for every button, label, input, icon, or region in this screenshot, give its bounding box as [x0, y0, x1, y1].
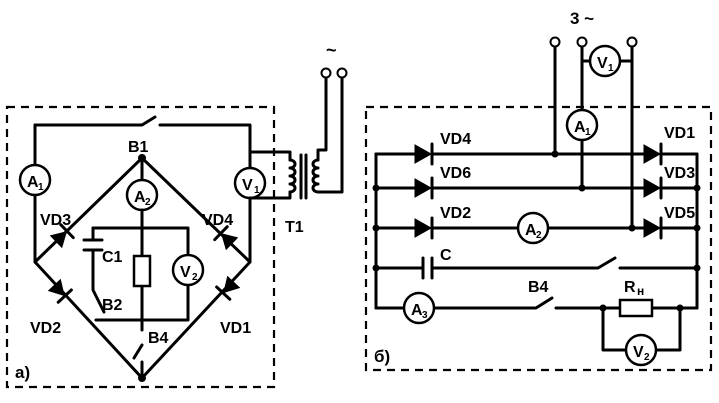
- bridge-arm-vd3-vd2: [33, 156, 144, 380]
- diode-vd2-label: VD2: [30, 320, 61, 337]
- diode-vd6-b-label: VD6: [440, 165, 471, 182]
- voltmeter-v1-b-sub: 1: [608, 63, 614, 74]
- voltmeter-v2-main: V: [180, 264, 191, 281]
- ac-terminal-left: [320, 67, 332, 79]
- supply-label: 3 ~: [570, 9, 594, 28]
- node-b-5: [578, 184, 586, 192]
- diagram-a-label: а): [15, 363, 30, 382]
- node-b-4: [551, 150, 559, 158]
- ammeter-a2-b: [516, 211, 550, 245]
- voltmeter-v2-b: [624, 333, 658, 367]
- diagram-a: а) B1 A 1 V 1 VD3 VD2 VD4: [5, 40, 348, 389]
- node-b-6: [628, 224, 636, 232]
- diode-vd1-b: [643, 142, 663, 166]
- diode-vd3: [49, 223, 75, 249]
- phase-terminal-1: [549, 36, 561, 48]
- node-b-1: [372, 184, 380, 192]
- diode-vd6-b: [414, 176, 434, 200]
- capacitor-c-label: C: [440, 247, 452, 264]
- bridge-arm-vd4-vd1: [140, 156, 252, 380]
- ammeter-a1-b-main: A: [574, 119, 586, 136]
- transformer-primary-wires: [248, 150, 292, 200]
- transformer-secondary-coil: [311, 158, 320, 194]
- diode-vd5-b-label: VD5: [664, 205, 695, 222]
- phase-terminal-2: [576, 36, 588, 48]
- diode-vd1: [215, 275, 241, 301]
- ac-symbol: ~: [326, 40, 337, 60]
- resistor: [132, 254, 152, 288]
- load-resistor: [618, 298, 654, 318]
- diode-vd1-b-label: VD1: [664, 125, 695, 142]
- diode-vd5-b: [643, 216, 663, 240]
- row-load: [374, 296, 699, 310]
- diagram-b: б) 3 ~ V 1 A 1: [364, 9, 713, 372]
- diode-vd4-label: VD4: [202, 212, 233, 229]
- diode-vd3-b-label: VD3: [664, 165, 695, 182]
- node-b-8: [693, 224, 701, 232]
- switch-b4-b-label: B4: [528, 279, 549, 296]
- diode-vd2: [47, 278, 73, 304]
- capacitor-wire: [91, 226, 106, 314]
- phase-wire-2: [580, 45, 634, 190]
- diode-vd2-b-label: VD2: [440, 205, 471, 222]
- ammeter-a2-sub: 2: [145, 197, 151, 208]
- ammeter-a2-b-main: A: [525, 222, 537, 239]
- switch-b4-wire: [132, 318, 144, 380]
- ammeter-a1-sub: 1: [38, 182, 44, 193]
- top-wire-right: [158, 123, 252, 154]
- ammeter-a3-b-main: A: [411, 302, 423, 319]
- diagram-b-label: б): [374, 347, 390, 366]
- top-wire-left: [33, 115, 157, 127]
- ac-terminal-right: [336, 67, 348, 79]
- voltmeter-v1-main: V: [242, 177, 253, 194]
- diode-vd3-b: [643, 176, 663, 200]
- diode-vd2-b: [414, 216, 434, 240]
- phase-terminal-3: [626, 36, 638, 48]
- transformer-t1-label: T1: [285, 219, 304, 236]
- switch-b2-label: B2: [102, 297, 123, 314]
- node-b-2: [372, 224, 380, 232]
- voltmeter-v2-sub: 2: [192, 272, 198, 283]
- load-label-sub: н: [637, 284, 644, 298]
- voltmeter-v2-b-main: V: [633, 344, 644, 361]
- ammeter-a1: [18, 163, 52, 197]
- voltmeter-v1-b-main: V: [597, 55, 608, 72]
- voltmeter-v2: [171, 253, 205, 287]
- diode-vd4-b-label: VD4: [440, 131, 471, 148]
- inner-wire-mid: [91, 208, 190, 322]
- capacitor-c1-label: C1: [102, 249, 123, 266]
- node-b-7: [693, 184, 701, 192]
- ammeter-a3-b-sub: 3: [422, 310, 428, 321]
- switch-b4-label: B4: [148, 330, 169, 347]
- voltmeter-v1-b: [588, 44, 622, 78]
- row-capacitor: [374, 256, 699, 270]
- ammeter-a1-main: A: [27, 174, 39, 191]
- ammeter-a2-main: A: [134, 189, 146, 206]
- voltmeter-v2-b-sub: 2: [644, 352, 650, 363]
- diode-vd1-label: VD1: [220, 320, 251, 337]
- ammeter-a3-b: [402, 291, 436, 325]
- diode-vd3-label: VD3: [40, 212, 71, 229]
- diagram-a-frame: [5, 105, 276, 389]
- transformer-primary-coil: [288, 158, 297, 194]
- diode-vd4: [213, 225, 239, 251]
- voltmeter-v1-sub: 1: [254, 185, 260, 196]
- diode-vd4-b: [414, 142, 434, 166]
- switch-b1-label: B1: [128, 139, 149, 156]
- ammeter-a2-b-sub: 2: [536, 230, 542, 241]
- ammeter-a1-b-sub: 1: [585, 127, 591, 138]
- ammeter-a1-b: [565, 108, 599, 142]
- load-label-main: R: [624, 279, 636, 296]
- load-voltmeter-wire: [601, 306, 682, 352]
- diagram-b-frame: [364, 105, 713, 372]
- transformer-secondary-wires: [316, 76, 344, 194]
